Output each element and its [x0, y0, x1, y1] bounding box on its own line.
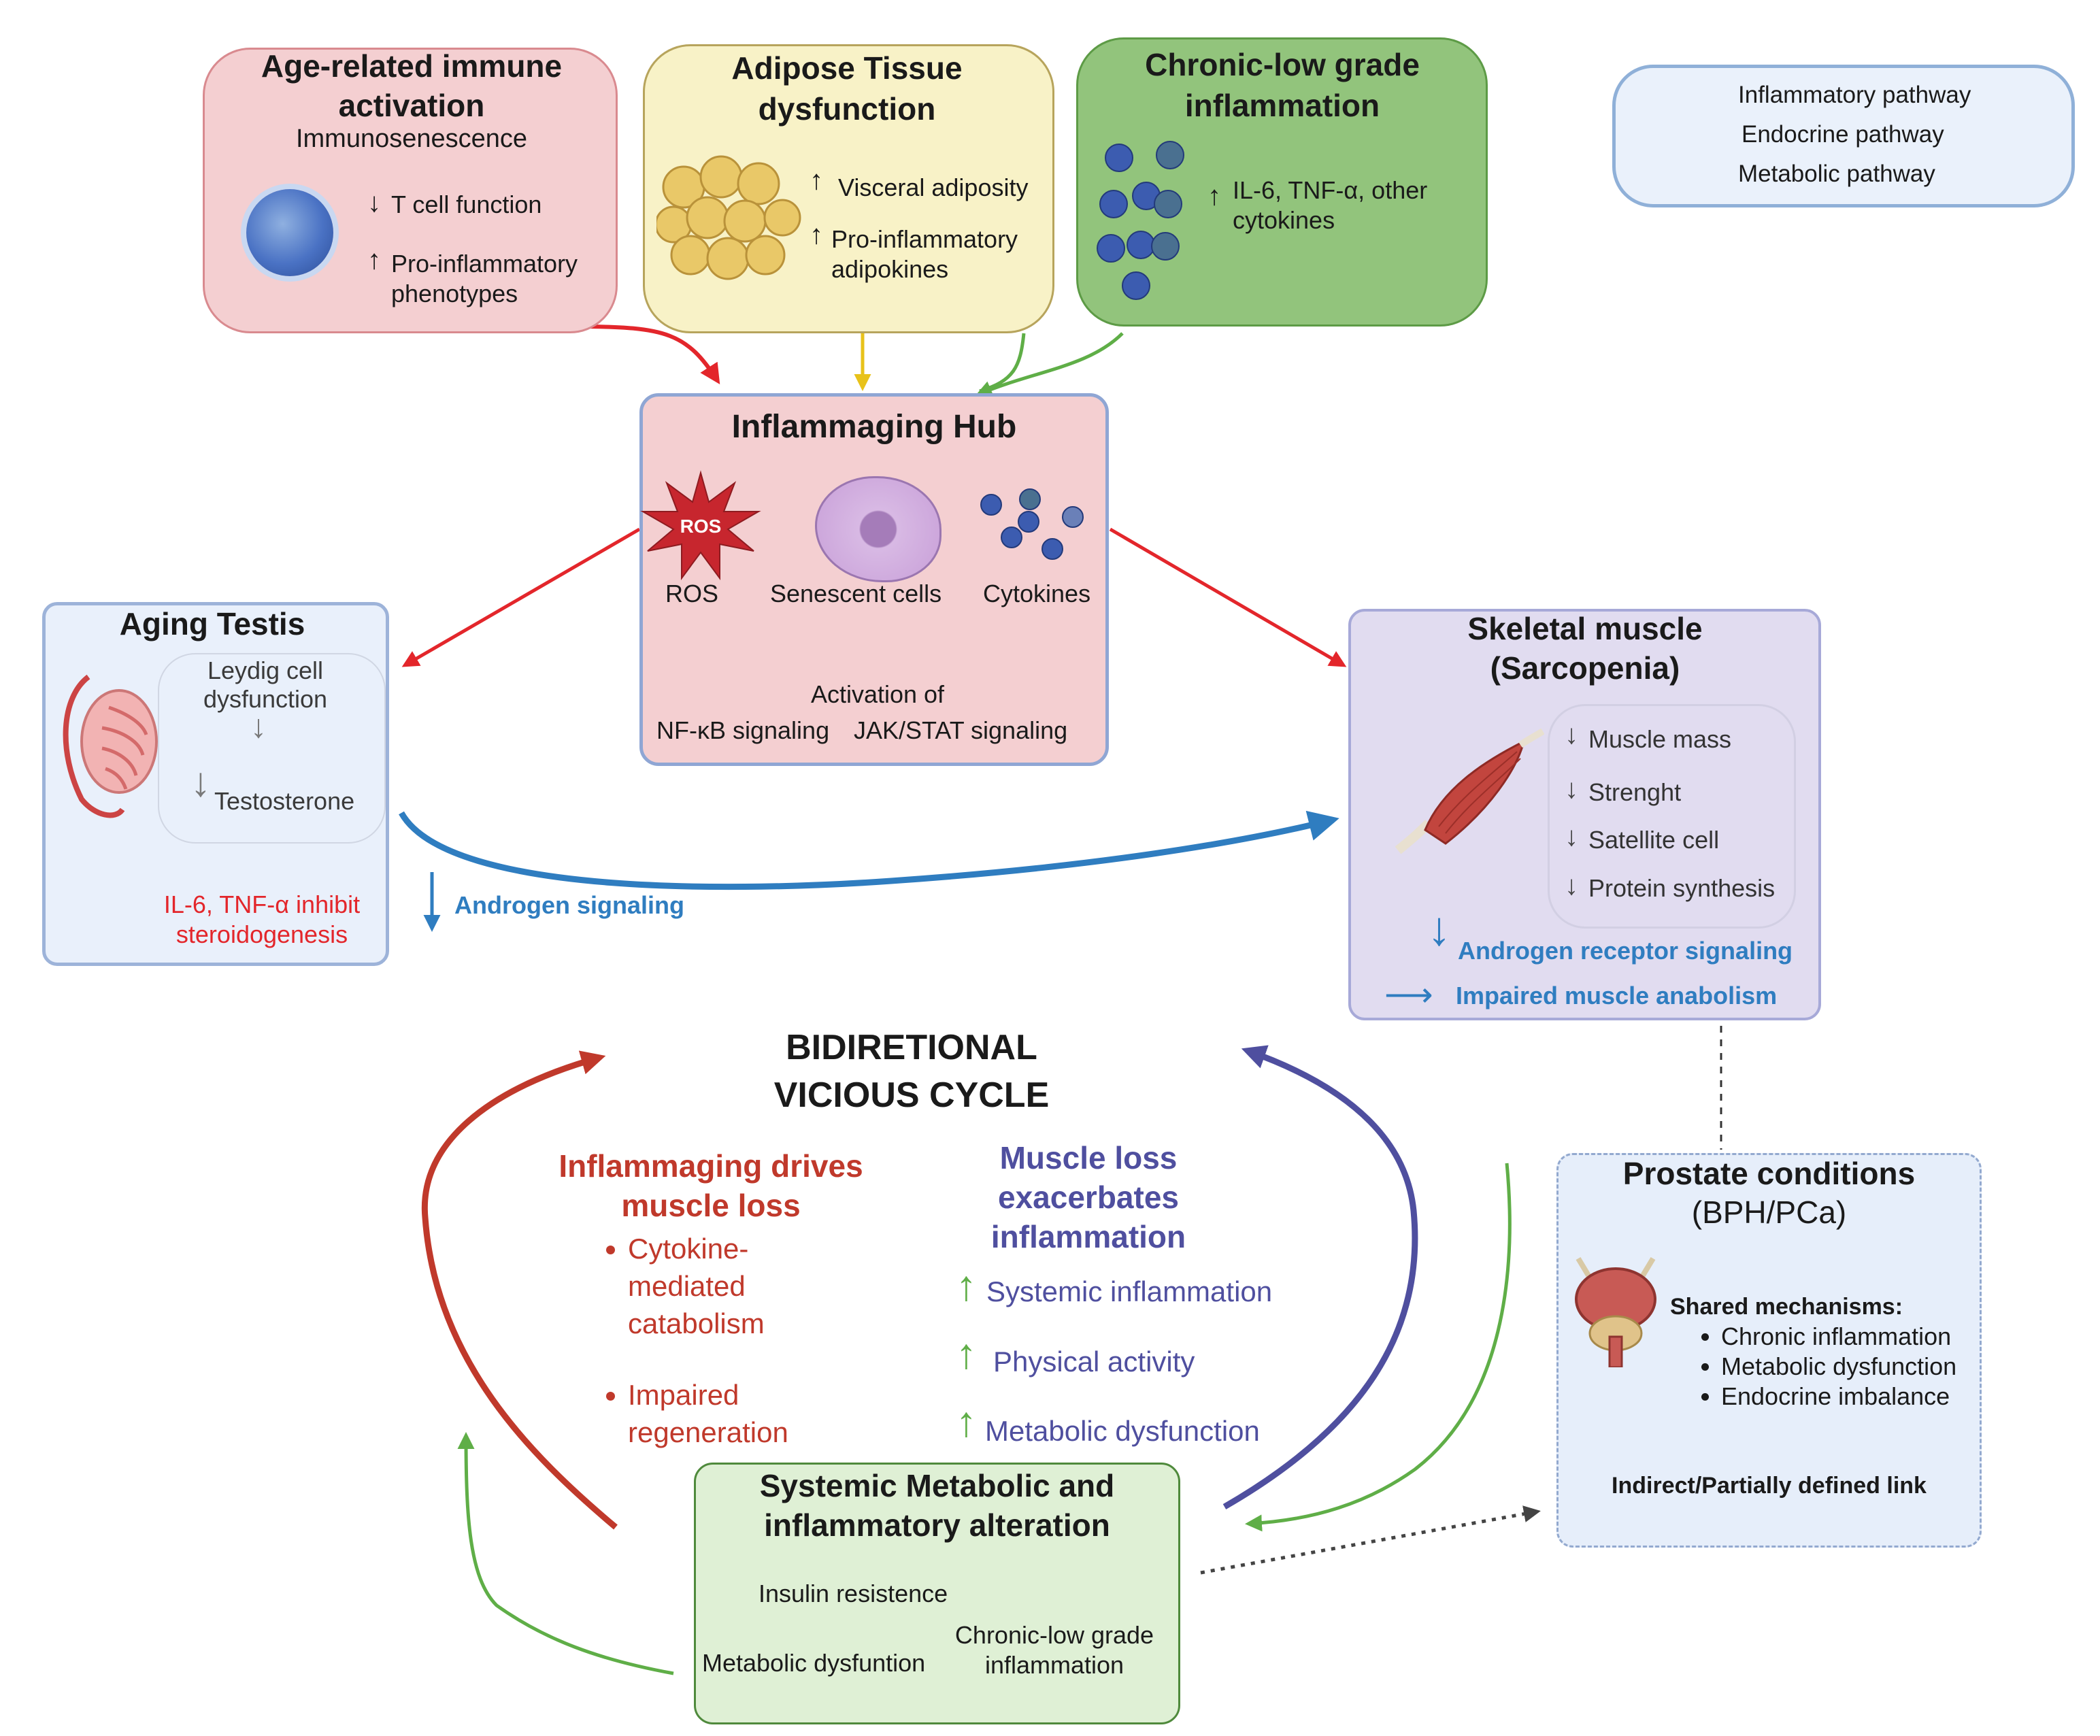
cycle-left-item: Impaired regeneration: [628, 1376, 859, 1451]
muscle-receptor: Androgen receptor signaling: [1458, 937, 1793, 965]
arrow-down-icon: ↓: [250, 709, 267, 745]
arrow-down-icon: ↓: [1427, 902, 1451, 955]
prostate-box: [1556, 1153, 1982, 1548]
immune-box: [203, 48, 618, 333]
immune-down-label: T cell function: [391, 190, 542, 218]
prostate-title: Prostate conditions: [1622, 1156, 1916, 1191]
chronic-title: Chronic-low grade inflammation: [1145, 47, 1420, 123]
cycle-arrow-purple: [1222, 1045, 1418, 1509]
prostate-link: Indirect/Partially defined link: [1612, 1473, 1927, 1499]
hub-label-cytokines: Cytokines: [983, 580, 1091, 607]
prostate-shared: Shared mechanisms:: [1670, 1294, 1903, 1320]
testis-inhibit: IL-6, TNF-α inhibit steroidogenesis: [163, 890, 361, 948]
prostate-subtitle: (BPH/PCa): [1691, 1195, 1847, 1230]
cycle-left-item: Cytokine-mediated catabolism: [628, 1230, 859, 1342]
muscle-item-mass: Muscle mass: [1588, 725, 1732, 753]
cycle-right-item: Systemic inflammation: [986, 1275, 1273, 1307]
muscle-box: [1348, 609, 1821, 1020]
muscle-item-strength: Strenght: [1588, 778, 1682, 806]
testis-inner-box: [158, 653, 386, 844]
ros-badge: ROS: [680, 516, 722, 537]
arrow-right-to-systemic: [1245, 1163, 1512, 1532]
arrow-up-icon: ↑: [956, 1399, 977, 1446]
arrow-down-icon: ↓: [1565, 720, 1578, 750]
hub-title: Inflammaging Hub: [731, 409, 1017, 445]
systemic-chronic: Chronic-low grade inflammation: [954, 1621, 1154, 1679]
cycle-right-item: Physical activity: [993, 1346, 1195, 1378]
cycle-right-title: Muscle loss exacerbates inflammation: [990, 1140, 1186, 1254]
legend-label-metabolic: Metabolic pathway: [1738, 161, 1935, 187]
arrow-up-icon: ↑: [956, 1331, 977, 1378]
cycle-right-item: Metabolic dysfunction: [985, 1415, 1260, 1447]
adipose-up1-label: Visceral adiposity: [838, 173, 1029, 201]
systemic-metabolic: Metabolic dysfuntion: [702, 1649, 926, 1677]
arrow-hub-to-muscle: [1109, 527, 1347, 667]
legend-label-inflammatory: Inflammatory pathway: [1738, 82, 1971, 108]
fat-cells-icon: [654, 153, 803, 286]
cycle-title: BIDIRETIONAL VICIOUS CYCLE: [773, 1028, 1050, 1115]
dotted-systemic-to-prostate: [1200, 1505, 1541, 1575]
arrow-up-icon: ↑: [810, 165, 823, 195]
ros-burst-icon: [639, 469, 762, 585]
testis-icon: [54, 670, 163, 823]
adipose-title: Adipose Tissue dysfunction: [731, 50, 963, 127]
testis-title: Aging Testis: [119, 606, 305, 641]
legend-box: [1612, 65, 2075, 207]
arrow-right-icon: ⟶: [1384, 975, 1433, 1014]
arrow-up-icon: ↑: [810, 220, 823, 250]
muscle-item-satellite: Satellite cell: [1588, 826, 1720, 854]
hub-label-ros: ROS: [665, 580, 719, 607]
cycle-left-title: Inflammaging drives muscle loss: [559, 1148, 863, 1223]
muscle-title: Skeletal muscle (Sarcopenia): [1467, 611, 1703, 686]
arrow-systemic-to-left: [457, 1432, 674, 1675]
hub-label-senescent: Senescent cells: [770, 580, 942, 607]
muscle-icon: [1388, 728, 1545, 864]
immune-subtitle: Immunosenescence: [295, 124, 528, 153]
systemic-insulin: Insulin resistence: [759, 1580, 948, 1607]
cytokines-icon: [974, 484, 1090, 566]
arrow-chronic-to-hub: [975, 332, 1124, 397]
senescent-cell-icon: [815, 476, 941, 582]
arrow-up-icon: ↑: [956, 1263, 977, 1309]
hub-nfkb: NF-κB signaling: [656, 716, 830, 744]
immune-title: Age-related immune activation: [261, 48, 563, 123]
prostate-mechanisms: Chronic inflammation Metabolic dysfuncti…: [1694, 1322, 1956, 1412]
arrow-testis-to-muscle: [399, 810, 1339, 890]
arrow-down-icon: ↓: [1565, 871, 1578, 901]
muscle-anabolism: Impaired muscle anabolism: [1456, 982, 1778, 1009]
arrow-hub-to-testis: [401, 527, 641, 667]
cycle-left-list: Cytokine-mediated catabolism Impaired re…: [590, 1230, 859, 1451]
adipose-up2-label: Pro-inflammatory adipokines: [831, 225, 1018, 283]
prostate-mechanism-item: Chronic inflammation: [1721, 1322, 1956, 1352]
systemic-box: [694, 1463, 1180, 1724]
arrow-down-icon: ↓: [190, 759, 211, 805]
hub-jakstat: JAK/STAT signaling: [854, 716, 1068, 744]
arrow-down-icon: ↓: [1565, 774, 1578, 804]
muscle-item-protein: Protein synthesis: [1588, 874, 1776, 902]
chronic-up-label: IL-6, TNF-α, other cytokines: [1233, 176, 1428, 234]
t-cell-icon: [246, 189, 333, 276]
cycle-arrow-red: [421, 1050, 618, 1530]
cytokines-icon: [1092, 136, 1194, 306]
arrow-down-icon: ↓: [1565, 822, 1578, 852]
immune-up-label: Pro-inflammatory phenotypes: [391, 250, 578, 307]
testis-leydig: Leydig cell dysfunction: [203, 656, 328, 713]
arrow-up-icon: ↑: [367, 245, 381, 275]
arrow-down-icon: ↓: [367, 188, 381, 218]
arrow-adipose-metabolic: [979, 333, 1026, 393]
prostate-mechanism-item: Endocrine imbalance: [1721, 1382, 1956, 1412]
testis-androgen: Androgen signaling: [454, 891, 684, 919]
testis-testosterone: Testosterone: [214, 787, 355, 815]
muscle-inner-box: [1548, 704, 1796, 929]
arrow-up-icon: ↑: [1207, 181, 1221, 211]
prostate-icon: [1565, 1252, 1667, 1369]
systemic-title: Systemic Metabolic and inflammatory alte…: [759, 1468, 1115, 1543]
prostate-mechanism-item: Metabolic dysfunction: [1721, 1352, 1956, 1382]
hub-activation: Activation of: [810, 680, 945, 708]
arrow-immune-to-hub: [578, 324, 720, 385]
legend-label-endocrine: Endocrine pathway: [1741, 121, 1944, 148]
